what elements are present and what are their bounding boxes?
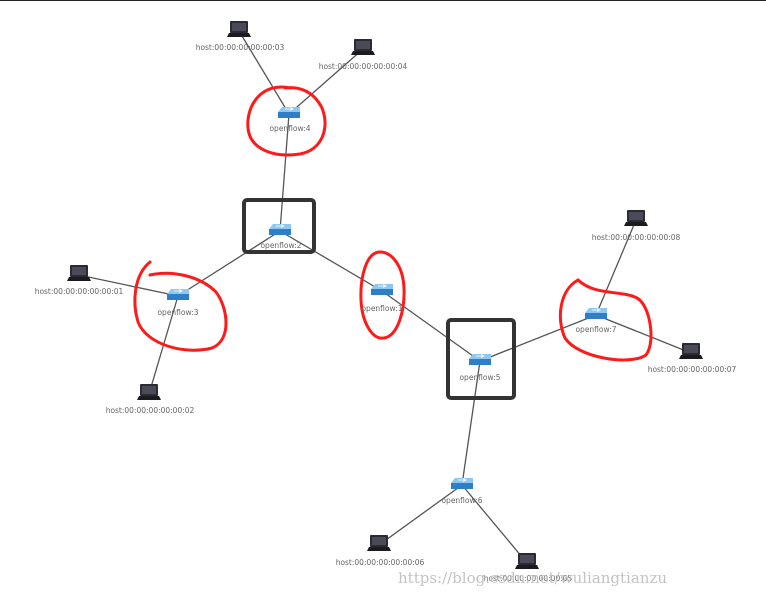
link-s4-s2 [279,113,290,232]
laptop-icon-display [72,267,86,275]
switch-label: openflow:3 [157,308,198,317]
host-label: host:00:00:00:00:00:01 [35,287,124,296]
switch-s2[interactable] [269,224,291,235]
switch-arrow-icon [174,289,183,293]
host-label: host:00:00:00:00:00:08 [592,233,681,242]
switch-icon-body [469,359,491,365]
link-h4-s4 [288,48,364,115]
switch-label: openflow:5 [459,373,500,382]
laptop-icon-display [520,555,534,563]
red-circle-annotation-s3 [133,260,228,352]
laptop-icon-display [142,386,156,394]
laptop-icon-base [227,33,251,37]
switch-arrow-icon [285,107,294,111]
box-annotation-s5 [446,318,516,400]
laptop-icon-base [624,222,648,226]
switch-icon-body [269,229,291,235]
link-h7-s7 [595,314,692,354]
host-h6[interactable] [367,535,391,551]
switch-icon-body [167,294,189,300]
box-annotation-s2 [242,198,316,254]
switch-label: openflow:7 [575,325,616,334]
laptop-icon-display [356,41,370,49]
switch-s4[interactable] [278,107,300,118]
switch-s1[interactable] [371,284,393,295]
laptop-icon-display [629,212,643,220]
switch-icon-body [585,313,607,319]
switch-arrow-icon [458,478,467,482]
host-label: host:00:00:00:00:00:02 [106,406,195,415]
switch-icon-top [167,289,189,294]
switch-icon-top [469,354,491,359]
host-h5[interactable] [515,553,539,569]
switch-icon-body [451,483,473,489]
switch-icon-body [371,289,393,295]
switch-arrow-icon [378,284,387,288]
laptop-icon-base [137,396,161,400]
link-s2-s3 [177,230,281,297]
switch-arrow-icon [276,224,285,228]
switch-label: openflow:1 [361,304,402,313]
red-circle-annotation-s7 [558,278,653,362]
laptop-icon-base [367,547,391,551]
switch-icon-top [278,107,300,112]
annotation-layer [133,85,653,400]
host-h2[interactable] [137,384,161,400]
nodes-layer: openflow:4 openflow:2 openflow:3 openflow:1… [35,21,737,583]
switch-s6[interactable] [451,478,473,489]
link-s2-s1 [279,230,383,292]
link-h6-s6 [378,484,463,546]
red-circle-annotation-s1 [359,250,406,340]
laptop-icon-base [515,565,539,569]
host-label: host:00:00:00:00:00:07 [648,365,737,374]
host-h1[interactable] [67,265,91,281]
host-h8[interactable] [624,210,648,226]
watermark-text: https://blog.csdn.net/wuliangtianzu [398,569,667,587]
laptop-icon-display [372,537,386,545]
switch-s3[interactable] [167,289,189,300]
host-h7[interactable] [679,343,703,359]
link-h8-s7 [595,219,637,316]
laptop-icon-base [67,277,91,281]
switch-icon-top [371,284,393,289]
laptop-icon-base [351,51,375,55]
switch-s7[interactable] [585,308,607,319]
laptop-icon-display [684,345,698,353]
host-h4[interactable] [351,39,375,55]
links-layer [78,30,692,564]
switch-s5[interactable] [469,354,491,365]
laptop-icon-display [232,23,246,31]
host-label: host:00:00:00:00:00:04 [319,62,408,71]
switch-icon-top [269,224,291,229]
host-label: host:00:00:00:00:00:05 [484,574,573,583]
link-h1-s3 [78,274,179,297]
switch-icon-body [278,112,300,118]
switch-arrow-icon [476,354,485,358]
link-h5-s6 [461,484,528,564]
link-s5-s7 [479,314,597,362]
host-label: host:00:00:00:00:00:06 [336,558,425,567]
switch-label: openflow:4 [269,124,310,133]
laptop-icon-base [679,355,703,359]
link-h3-s4 [238,30,290,115]
host-label: host:00:00:00:00:00:03 [196,43,285,52]
switch-icon-top [585,308,607,313]
link-s1-s5 [381,290,481,362]
switch-arrow-icon [592,308,601,312]
switch-label: openflow:2 [260,241,301,250]
red-circle-annotation-s4 [246,85,327,157]
switch-icon-top [451,478,473,483]
host-h3[interactable] [227,21,251,37]
switch-label: openflow:6 [441,496,482,505]
link-s5-s6 [461,360,481,486]
